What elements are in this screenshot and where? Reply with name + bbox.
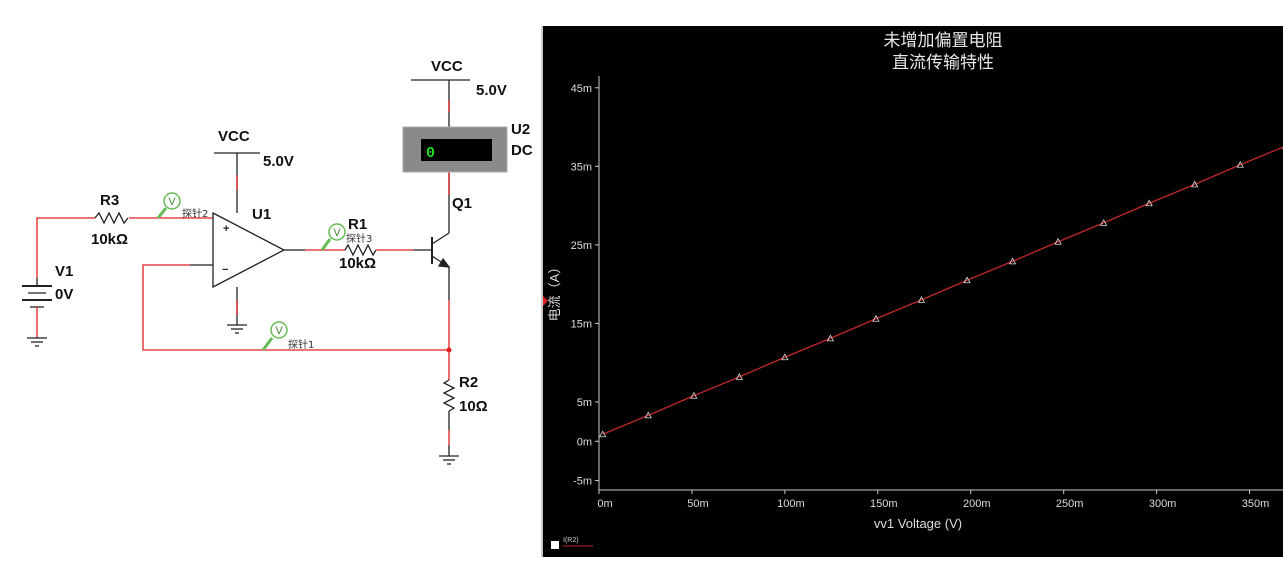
legend-label: I(R2): [563, 537, 579, 544]
x-tick-label: 150m: [870, 498, 898, 510]
q1-label: Q1: [452, 195, 472, 212]
data-point: [1145, 199, 1153, 207]
opamp-u1[interactable]: [212, 211, 286, 289]
svg-text:V: V: [275, 325, 283, 337]
probe-2[interactable]: V 探针2: [156, 192, 208, 220]
data-point: [872, 314, 880, 322]
x-axis-label: vv1 Voltage (V): [874, 516, 962, 531]
y-tick-label: -5m: [573, 476, 592, 488]
grapher-panel: 未增加偏置电阻 直流传输特性 vv1 Voltage (V) 电流（A） 0m 5…: [541, 26, 1283, 557]
probe-3[interactable]: V 探针3: [320, 223, 372, 251]
ammeter-u2[interactable]: 0: [402, 126, 508, 173]
u1-label: U1: [252, 206, 271, 223]
data-point: [917, 296, 926, 303]
svg-text:V: V: [333, 227, 341, 239]
vcc-voltage-u1: 5.0V: [263, 153, 294, 170]
x-tick-label: 100m: [777, 498, 805, 510]
wire-v1-r3: [36, 217, 95, 278]
vcc-voltage-q1: 5.0V: [476, 82, 507, 99]
y-tick-label: 15m: [571, 318, 592, 330]
dc-transfer-chart: 未增加偏置电阻 直流传输特性 vv1 Voltage (V) 电流（A） 0m 5…: [543, 31, 1283, 549]
opamp-minus: −: [222, 264, 228, 276]
u2-label: U2: [511, 121, 530, 138]
chart-subtitle: 直流传输特性: [892, 53, 994, 73]
legend-checkbox[interactable]: [551, 541, 559, 549]
svg-text:V: V: [168, 196, 176, 208]
y-tick-label: 25m: [571, 240, 592, 252]
data-point: [599, 430, 607, 438]
data-point: [1008, 257, 1017, 265]
v1-value: 0V: [55, 286, 73, 303]
x-tick-label: 200m: [963, 498, 991, 510]
probe-1[interactable]: V 探针1: [261, 321, 314, 351]
svg-text:探针1: 探针1: [288, 338, 314, 351]
vcc-label-q1: VCC: [431, 58, 463, 75]
r3-label: R3: [100, 192, 119, 209]
ground-icon: [227, 324, 247, 334]
battery-v1[interactable]: [22, 278, 52, 308]
x-tick-label: 350m: [1242, 498, 1270, 510]
data-point: [690, 391, 698, 399]
ground-icon: [439, 455, 459, 465]
vcc-label-u1: VCC: [218, 128, 250, 145]
y-tick-label: 35m: [571, 161, 592, 173]
y-tick-label: 0m: [577, 436, 592, 448]
x-tick-label: 250m: [1056, 498, 1084, 510]
resistor-r3[interactable]: [94, 211, 129, 225]
r1-value: 10kΩ: [339, 255, 376, 272]
data-point: [963, 276, 971, 284]
data-point: [1099, 219, 1108, 226]
r1-label: R1: [348, 216, 367, 233]
y-axis-label: 电流（A）: [547, 261, 562, 322]
u2-mode: DC: [511, 142, 533, 159]
y-tick-label: 5m: [577, 397, 592, 409]
data-point: [1236, 160, 1244, 168]
circuit-schematic: 0 V 探针2 V 探针3 V 探针1 + − R3 10kΩ V1 0V VC…: [22, 58, 533, 465]
resistor-r2[interactable]: [442, 379, 456, 412]
chart-title: 未增加偏置电阻: [884, 31, 1003, 51]
v1-label: V1: [55, 263, 73, 280]
legend[interactable]: I(R2): [551, 537, 593, 549]
data-point: [735, 373, 744, 380]
transistor-q1[interactable]: [431, 232, 451, 268]
data-point: [826, 334, 835, 342]
cursor-marker[interactable]: [543, 296, 548, 306]
ammeter-reading: 0: [426, 145, 435, 162]
ground-icon: [27, 337, 47, 347]
svg-text:探针2: 探针2: [182, 207, 208, 220]
svg-text:探针3: 探针3: [346, 232, 372, 245]
opamp-plus: +: [223, 223, 229, 235]
y-tick-label: 45m: [571, 83, 592, 95]
x-tick-label: 300m: [1149, 498, 1177, 510]
x-tick-label: 50m: [687, 498, 708, 510]
data-point: [1054, 237, 1062, 245]
r2-label: R2: [459, 374, 478, 391]
wire-feedback: [142, 264, 449, 351]
series-line-ir2: [602, 146, 1283, 435]
x-tick-label: 0m: [597, 498, 612, 510]
r3-value: 10kΩ: [91, 231, 128, 248]
data-point: [644, 411, 652, 419]
resistor-r1[interactable]: [344, 243, 377, 257]
data-point: [781, 353, 789, 361]
data-point: [1191, 180, 1199, 188]
r2-value: 10Ω: [459, 398, 488, 415]
